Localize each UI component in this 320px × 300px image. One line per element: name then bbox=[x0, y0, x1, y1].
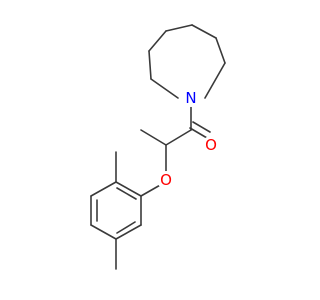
bond-ring-c4-c5 bbox=[191, 24, 217, 39]
atom-label-layer: N O O bbox=[157, 89, 220, 189]
bond-chiral-methyl bbox=[140, 129, 167, 146]
bond-ring-n-c1 bbox=[150, 78, 179, 99]
nitrogen-atom: N bbox=[182, 89, 200, 107]
bond-ring-a4-a5 bbox=[90, 224, 117, 240]
carbonyl-oxygen-label: O bbox=[205, 136, 217, 154]
nitrogen-label: N bbox=[185, 89, 196, 107]
molecule-structure: N O O bbox=[90, 24, 226, 270]
bond-carbonyl-double-b bbox=[192, 121, 211, 133]
bond-ring-a1-a2 bbox=[115, 181, 142, 197]
bond-carbonyl-double-a bbox=[189, 127, 208, 139]
bond-aromatic-inner-3 bbox=[116, 221, 136, 234]
bond-layer bbox=[90, 24, 226, 270]
ether-oxygen-atom: O bbox=[157, 171, 175, 189]
bond-ring-c6-n bbox=[204, 62, 226, 99]
bond-ring-c5-c6 bbox=[215, 37, 226, 64]
bond-ring-a2-a3 bbox=[90, 181, 117, 197]
bond-ring-c2-c3 bbox=[148, 30, 167, 52]
carbonyl-oxygen-atom: O bbox=[202, 136, 220, 154]
bond-ring-c1-c2 bbox=[148, 50, 152, 80]
bond-aromatic-inner-1 bbox=[116, 187, 137, 200]
bond-ring-a5-a6 bbox=[115, 224, 142, 240]
structure-canvas: N O O bbox=[90, 24, 226, 270]
bond-carbonyl-chiral bbox=[165, 129, 192, 146]
bond-ring-c3-c4 bbox=[165, 24, 193, 32]
ether-oxygen-label: O bbox=[160, 171, 172, 189]
bond-ether-oxygen-aryl bbox=[140, 183, 163, 197]
